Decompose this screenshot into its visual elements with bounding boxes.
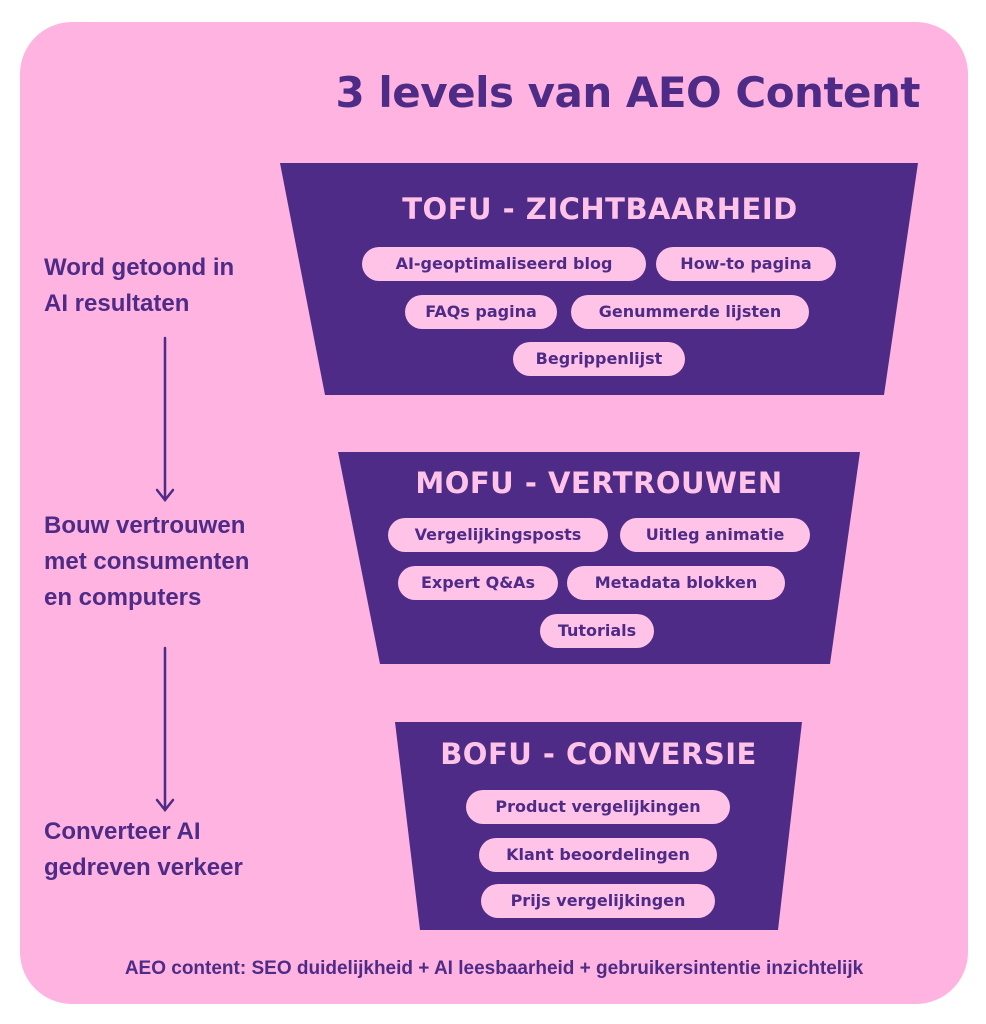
side-label-conversion: Converteer AI gedreven verkeer <box>44 818 243 881</box>
pill-customer-reviews: Klant beoordelingen <box>479 838 717 872</box>
pill-product-comparisons: Product vergelijkingen <box>466 790 730 824</box>
pill-how-to: How-to pagina <box>656 247 836 281</box>
side-label-visibility: Word getoond in AI resultaten <box>44 254 235 317</box>
mofu-title: MOFU - VERTROUWEN <box>415 466 783 500</box>
pill-comparison-posts: Vergelijkingsposts <box>388 518 608 552</box>
bofu-title: BOFU - CONVERSIE <box>440 737 757 771</box>
pill-numbered-lists: Genummerde lijsten <box>571 295 809 329</box>
bofu-trapezoid <box>395 722 802 930</box>
pill-glossary: Begrippenlijst <box>513 342 685 376</box>
footer-caption: AEO content: SEO duidelijkheid + AI lees… <box>124 958 864 979</box>
mofu-trapezoid <box>338 452 860 664</box>
pill-explainer-animation: Uitleg animatie <box>620 518 810 552</box>
pill-tutorials: Tutorials <box>540 614 654 648</box>
page-title: 3 levels van AEO Content <box>335 68 921 117</box>
tofu-title: TOFU - ZICHTBAARHEID <box>402 192 798 226</box>
pill-metadata-blocks: Metadata blokken <box>567 566 785 600</box>
pill-expert-qa: Expert Q&As <box>398 566 558 600</box>
pill-ai-blog: AI-geoptimaliseerd blog <box>362 247 646 281</box>
pill-price-comparisons: Prijs vergelijkingen <box>481 884 715 918</box>
arrow-down-icon <box>155 336 175 503</box>
side-label-trust: Bouw vertrouwen met consumenten en compu… <box>44 512 250 611</box>
arrow-down-icon <box>155 646 175 813</box>
pill-faqs: FAQs pagina <box>405 295 557 329</box>
